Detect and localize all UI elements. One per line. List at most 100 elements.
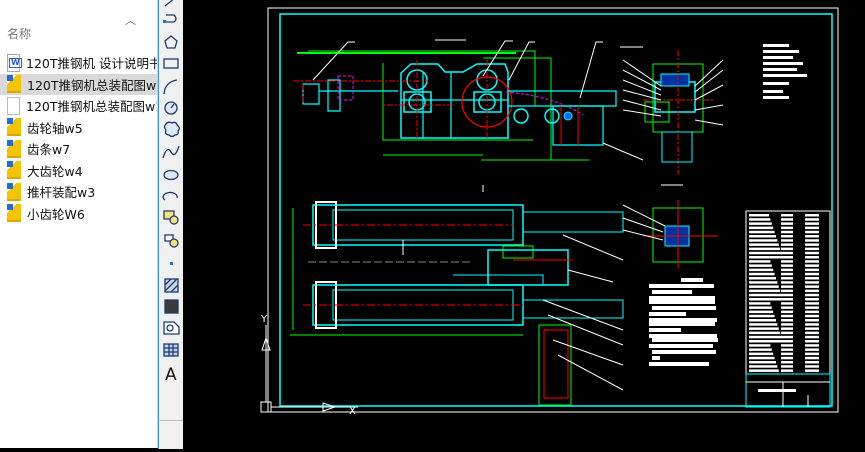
parts-list-row — [805, 222, 819, 225]
parts-list-row — [781, 243, 793, 246]
file-item[interactable]: 大齿轮w4 — [0, 160, 157, 181]
spline-icon[interactable] — [162, 145, 180, 159]
parts-list-row — [749, 226, 774, 230]
parts-list-row — [805, 293, 819, 297]
parts-list-row — [749, 369, 779, 372]
ellipse-arc-icon[interactable] — [162, 191, 178, 201]
parts-list-row — [805, 289, 819, 293]
parts-list-row — [749, 218, 771, 221]
parts-list-row — [781, 268, 793, 272]
gradient-icon[interactable] — [164, 299, 179, 314]
parts-list-row — [781, 319, 793, 322]
parts-list-row — [805, 306, 819, 309]
parts-list-row — [805, 302, 819, 305]
sort-ascending-icon[interactable]: ︿ — [125, 14, 136, 27]
arc-icon[interactable] — [163, 79, 178, 95]
revision-cloud-icon[interactable] — [163, 121, 180, 138]
polyline-icon[interactable] — [163, 14, 177, 23]
rectangle-icon[interactable] — [163, 58, 179, 69]
parts-list-row — [805, 323, 819, 326]
hatch-icon[interactable] — [164, 278, 179, 293]
file-name: 推杆装配w3 — [27, 185, 96, 200]
dwg-file-icon — [7, 161, 21, 179]
parts-list-rows — [749, 214, 819, 372]
parts-list-row — [749, 310, 774, 314]
parts-list-row — [805, 285, 819, 288]
parts-list-row — [781, 356, 793, 360]
parts-list-row — [805, 243, 819, 246]
parts-list-row — [781, 306, 793, 309]
parts-list-row — [749, 340, 783, 343]
file-item[interactable]: 小齿轮W6 — [0, 203, 157, 224]
parts-list-row — [805, 226, 819, 230]
insert-block-icon[interactable] — [163, 210, 179, 225]
ucs-icon: Y X — [260, 314, 358, 417]
file-item[interactable]: 齿条w7 — [0, 138, 157, 159]
drawing-sheet-border — [267, 7, 839, 413]
parts-list-row — [805, 260, 819, 263]
cad-drawing[interactable]: Y X — [183, 0, 865, 448]
parts-list-row — [805, 218, 819, 221]
file-item[interactable]: 齿轮轴w5 — [0, 117, 157, 138]
parts-list-row — [781, 218, 793, 221]
drawing-inner-frame — [279, 13, 833, 407]
parts-list-and-title-block — [745, 210, 831, 408]
parts-list-row — [749, 214, 769, 217]
parts-list-row — [781, 277, 793, 280]
parts-list-row — [781, 247, 793, 251]
parts-list-row — [749, 352, 774, 356]
parts-list-row — [781, 344, 793, 347]
circle-icon[interactable] — [164, 101, 178, 115]
technical-requirements-text — [649, 278, 718, 366]
table-icon[interactable] — [163, 343, 179, 357]
region-icon[interactable] — [163, 321, 180, 335]
parts-list-row — [805, 264, 819, 267]
parts-list-row — [781, 281, 793, 284]
parts-list-row — [805, 319, 819, 322]
multiline-text-icon[interactable]: A — [165, 365, 177, 385]
parts-list-row — [749, 361, 776, 364]
parts-list-row — [749, 335, 782, 339]
parts-list-row — [805, 214, 819, 217]
parts-list-row — [781, 331, 793, 335]
ellipse-icon[interactable] — [163, 169, 179, 181]
parts-list-row — [781, 264, 793, 267]
parts-list-row — [749, 365, 778, 368]
cad-drawing-canvas[interactable]: Y X — [183, 0, 865, 448]
parts-list-row — [781, 310, 793, 314]
parts-list-row — [749, 327, 779, 330]
parts-list-row — [805, 348, 819, 351]
line-icon[interactable] — [164, 0, 175, 7]
parts-list-row — [805, 235, 819, 238]
parts-list-row — [749, 277, 776, 280]
file-item[interactable]: 120T推钢机总装配图w1. — [0, 95, 157, 116]
view-labels — [402, 39, 683, 255]
draw-toolbar-icons: A — [162, 0, 180, 385]
parts-list-row — [781, 340, 793, 343]
file-name: 大齿轮w4 — [27, 163, 83, 179]
parts-list-row — [749, 239, 778, 242]
parts-list-row — [749, 256, 783, 259]
make-block-icon[interactable] — [164, 234, 179, 248]
parts-list-row — [781, 230, 793, 234]
blank-file-icon — [7, 96, 20, 115]
point-icon[interactable] — [170, 262, 173, 265]
file-item[interactable]: 推杆装配w3 — [0, 181, 157, 202]
section-view-c — [622, 200, 718, 268]
file-item[interactable]: 120T推钢机总装配图w1 — [0, 73, 157, 95]
parts-list-row — [805, 281, 819, 284]
parts-list-row — [749, 356, 775, 360]
parts-list-row — [749, 281, 778, 284]
parts-list-row — [749, 222, 772, 225]
parts-list-row — [781, 352, 793, 356]
dwg-file-icon — [7, 204, 21, 222]
svg-text:Y: Y — [260, 314, 268, 325]
polygon-icon[interactable] — [164, 35, 178, 49]
parts-list-row — [781, 348, 793, 351]
column-header-name[interactable]: 名称 — [7, 27, 32, 41]
parts-list-row — [749, 319, 776, 322]
parts-list-row — [805, 277, 819, 280]
parts-list-row — [749, 331, 781, 335]
